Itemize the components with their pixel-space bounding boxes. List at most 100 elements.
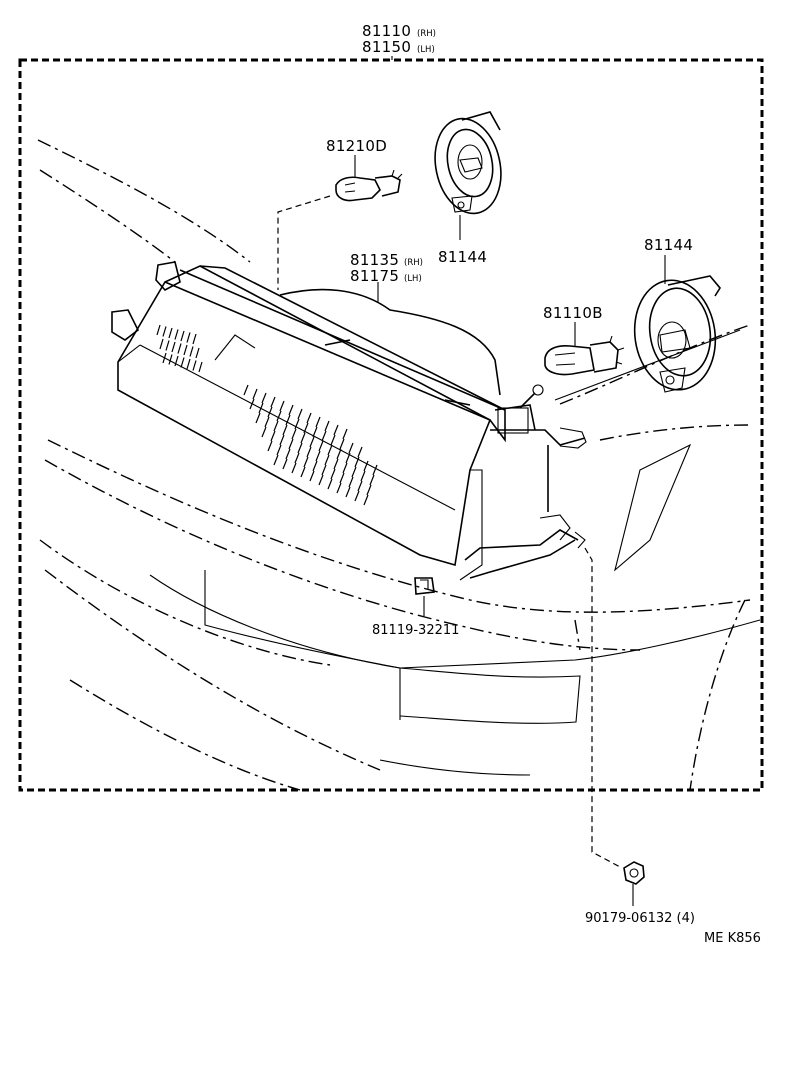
hatch-stroke [366, 484, 372, 496]
hatch-stroke [351, 466, 357, 478]
hatch-stroke [294, 418, 300, 430]
hatch-stroke [273, 420, 279, 432]
hatch-stroke [321, 464, 327, 476]
hatch-stroke [267, 406, 273, 418]
headlamp-unit [111, 261, 587, 581]
label-socket-cover-right: 81144 [644, 236, 693, 254]
hatch-stroke [276, 444, 282, 456]
hatch-stroke [312, 426, 318, 438]
hatch-stroke [300, 432, 306, 444]
hatch-stroke [363, 494, 369, 506]
hatch-stroke [330, 468, 336, 480]
hatch-stroke [261, 426, 267, 438]
hatch-stroke [336, 448, 342, 460]
hatch-stroke [273, 454, 279, 466]
hatch-stroke [333, 424, 339, 436]
hatch-stroke [285, 414, 291, 426]
hatch-stroke [282, 458, 288, 470]
label-unit-rh-side: (RH) [404, 258, 423, 268]
hatch-stroke [303, 422, 309, 434]
hatch-stroke [159, 338, 164, 350]
bulb-small [335, 169, 403, 202]
hatch-stroke [342, 462, 348, 474]
hatch-stroke [345, 452, 351, 464]
part-labels: 81210D 81144 81144 81135 (RH) 81175 (LH)… [326, 137, 761, 946]
hatch-stroke [339, 438, 345, 450]
hatch-stroke [357, 480, 363, 492]
label-clip: 81119-32211 [372, 623, 459, 638]
hatch-stroke [255, 412, 261, 424]
hatch-stroke [348, 476, 354, 488]
hatch-stroke [183, 344, 188, 356]
socket-cover-right [633, 275, 721, 393]
hatch-stroke [174, 355, 179, 367]
hatch-stroke [186, 332, 191, 343]
hatch-stroke [318, 474, 324, 486]
clip [414, 577, 435, 595]
hatch-stroke [279, 400, 285, 412]
label-unit-lh: 81175 [350, 267, 399, 285]
hatch-stroke [180, 330, 185, 342]
hatch-stroke [360, 470, 366, 482]
hatch-stroke [279, 434, 285, 446]
hatch-stroke [324, 420, 330, 432]
hatch-stroke [162, 352, 167, 364]
hatch-stroke [186, 358, 191, 370]
hatch-stroke [315, 416, 321, 428]
label-socket-cover-top: 81144 [438, 248, 487, 266]
hatch-stroke [282, 424, 288, 436]
hatch-stroke [333, 458, 339, 470]
label-unit-rh: 81135 [350, 251, 399, 269]
hatch-stroke [297, 408, 303, 420]
drawing-code: ME K856 [704, 931, 761, 946]
hatch-stroke [291, 462, 297, 474]
hatch-stroke [357, 446, 363, 458]
hatch-stroke [156, 324, 161, 336]
hatch-stroke [264, 416, 270, 428]
label-unit-lh-side: (LH) [404, 274, 422, 284]
hatch-stroke [285, 448, 291, 460]
hatch-stroke [327, 444, 333, 456]
hatch-stroke [162, 326, 167, 337]
assembly-part-rh: 81110 [362, 22, 411, 40]
hatch-stroke [177, 343, 182, 354]
hatch-stroke [321, 430, 327, 442]
hatch-stroke [171, 341, 176, 353]
hatch-stroke [300, 466, 306, 478]
nut [623, 861, 645, 885]
hatch-stroke [354, 490, 360, 502]
hatch-stroke [276, 410, 282, 422]
hatch-stroke [348, 442, 354, 454]
label-bulb-small: 81210D [326, 137, 387, 155]
hatch-stroke [261, 392, 267, 404]
hatch-stroke [372, 464, 378, 476]
hatch-stroke [198, 361, 203, 373]
hatch-stroke [192, 360, 197, 371]
hatch-stroke [249, 398, 255, 410]
hatch-stroke [192, 333, 197, 345]
assembly-label: 81110 (RH) 81150 (LH) [362, 22, 436, 60]
hatch-stroke [288, 438, 294, 450]
assembly-frame [18, 58, 764, 792]
hatch-stroke [306, 412, 312, 424]
lens-hatching [156, 324, 378, 506]
hatch-stroke [267, 440, 273, 452]
hatch-stroke [354, 456, 360, 468]
hatch-stroke [318, 440, 324, 452]
hatch-stroke [252, 388, 258, 400]
hatch-stroke [270, 430, 276, 442]
hatch-stroke [315, 450, 321, 462]
hatch-stroke [165, 340, 170, 351]
hatch-stroke [189, 346, 194, 357]
bulb-main [544, 335, 625, 376]
hatch-stroke [294, 452, 300, 464]
hatch-stroke [309, 470, 315, 482]
hatch-stroke [309, 436, 315, 448]
hatch-stroke [270, 396, 276, 408]
hatch-stroke [258, 402, 264, 414]
hatch-stroke [327, 478, 333, 490]
hatch-stroke [297, 442, 303, 454]
hatch-stroke [345, 486, 351, 498]
